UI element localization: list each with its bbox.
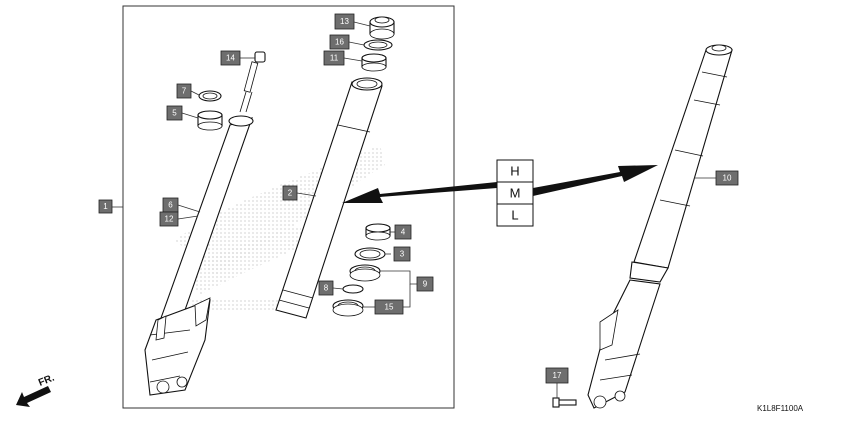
callout-8: 8 [318,280,334,296]
callout-1: 1 [98,199,113,214]
svg-text:6: 6 [168,201,173,210]
svg-text:2: 2 [288,189,293,198]
callout-3: 3 [393,246,411,262]
part-11-bushing [361,53,387,72]
part-7-ring [198,90,222,102]
part-4-bushing [365,223,391,241]
grade-table: H M L [496,159,534,227]
callout-6: 6 [162,197,179,213]
grade-arrow-left [342,182,497,203]
callout-15: 15 [374,299,404,315]
callout-16: 16 [329,34,350,50]
part-5-collar [197,110,223,131]
callout-12: 12 [159,211,179,227]
svg-text:9: 9 [423,280,428,289]
callout-4: 4 [394,224,412,240]
svg-text:5: 5 [172,109,177,118]
diagram-code: K1L8F1100A [757,404,804,413]
callout-9: 9 [416,276,434,292]
svg-text:4: 4 [401,228,406,237]
leader-lines [177,21,716,398]
part-10-fork-assembly [587,44,733,409]
svg-text:3: 3 [400,250,405,259]
svg-text:15: 15 [385,303,394,312]
part-8-clip [342,284,364,294]
svg-text:7: 7 [182,87,187,96]
part-3-seat [354,247,386,261]
grade-m-label: M [510,186,521,201]
grade-l-label: L [511,208,518,223]
svg-text:11: 11 [330,54,339,63]
svg-text:17: 17 [553,371,562,380]
part-2-outer-tube [275,77,383,319]
part-13-cap-bolt [369,16,395,40]
part-9-oil-seal [349,264,381,282]
grade-h-label: H [510,164,519,179]
svg-text:12: 12 [165,215,174,224]
grade-arrow-right [533,165,658,196]
part-16-o-ring [363,39,393,51]
callout-17: 17 [545,367,569,384]
callout-7: 7 [176,83,192,99]
svg-text:13: 13 [340,17,349,26]
part-15-dust-seal [332,299,364,317]
front-direction-arrow: FR. [16,372,56,407]
callout-5: 5 [166,105,183,121]
callout-13: 13 [334,13,355,30]
svg-text:16: 16 [335,38,344,47]
svg-text:14: 14 [226,54,235,63]
callout-2: 2 [282,185,298,201]
callout-11: 11 [323,50,345,66]
svg-text:10: 10 [723,174,732,183]
callout-14: 14 [220,50,241,66]
direction-label: FR. [37,372,56,388]
svg-text:1: 1 [103,202,108,211]
callout-10: 10 [715,170,739,186]
left-fork-leg [144,61,259,396]
part-17-bolt [552,397,577,408]
svg-text:8: 8 [324,284,329,293]
part-14-nut [254,51,266,63]
